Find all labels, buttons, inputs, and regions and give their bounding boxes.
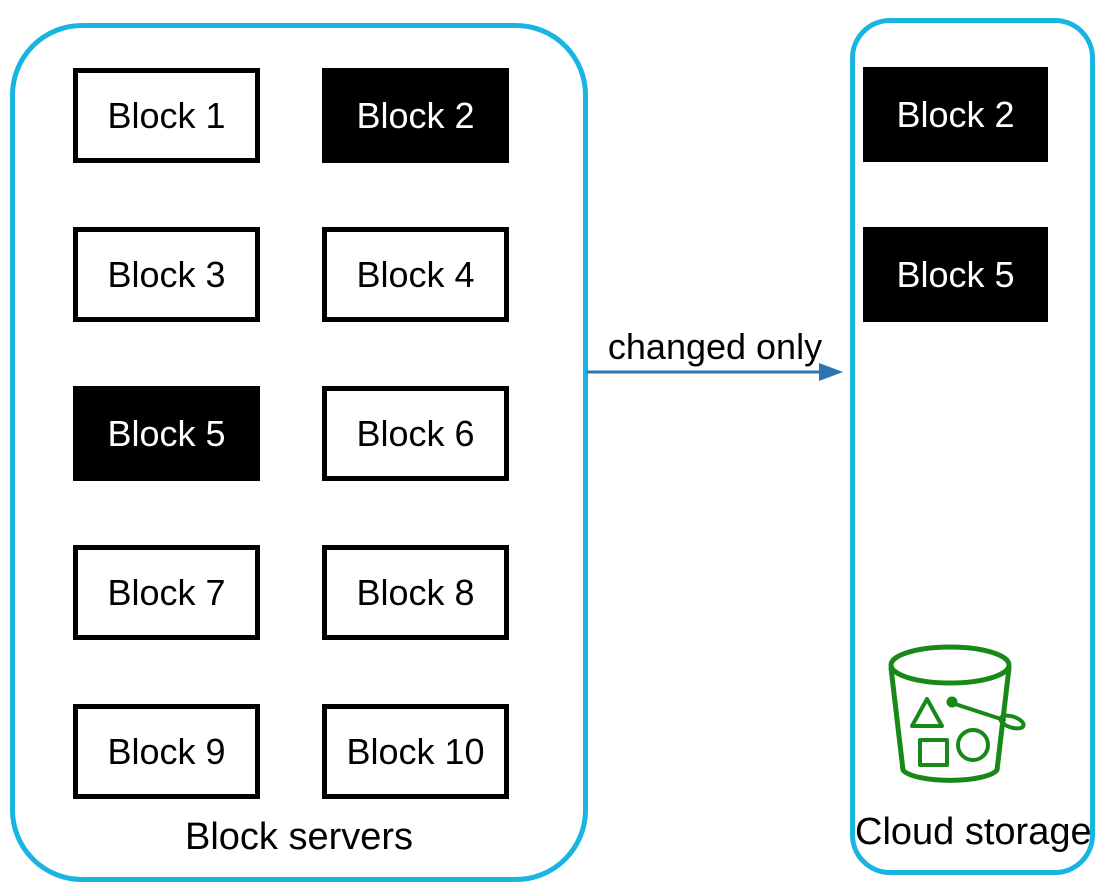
block-2: Block 2 [322,68,509,163]
block-9: Block 9 [73,704,260,799]
block-6: Block 6 [322,386,509,481]
block-servers-label: Block servers [184,816,414,858]
block-10: Block 10 [322,704,509,799]
cloud-block-5: Block 5 [863,227,1048,322]
block-1: Block 1 [73,68,260,163]
s3-bucket-icon [888,644,1026,783]
block-7: Block 7 [73,545,260,640]
block-servers-panel: Block 1 Block 2 Block 3 Block 4 Block 5 … [10,23,588,882]
block-4: Block 4 [322,227,509,322]
cloud-storage-panel: Block 2 Block 5 Cloud storage [850,18,1095,875]
block-3: Block 3 [73,227,260,322]
arrow-label: changed only [607,326,823,367]
changed-only-arrow [587,363,843,381]
cloud-block-2: Block 2 [863,67,1048,162]
block-5: Block 5 [73,386,260,481]
cloud-storage-label: Cloud storage [855,811,1092,853]
block-8: Block 8 [322,545,509,640]
